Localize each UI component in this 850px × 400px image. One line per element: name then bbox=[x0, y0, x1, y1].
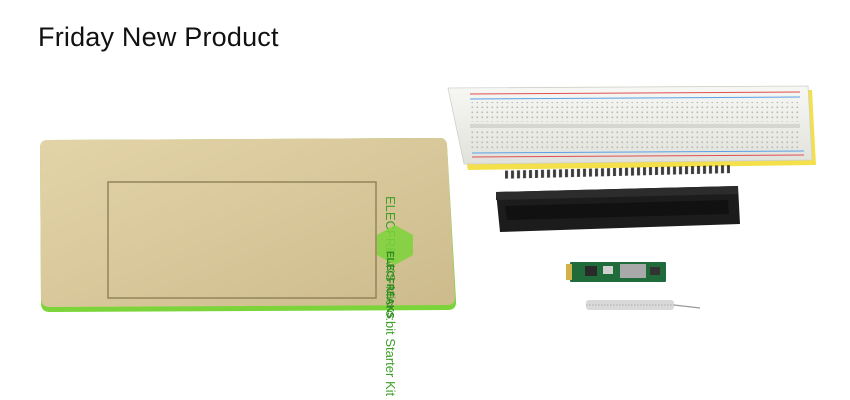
plate-recess bbox=[107, 181, 377, 299]
rf-module bbox=[566, 262, 666, 282]
edge-connector bbox=[496, 165, 740, 232]
breadboard bbox=[447, 85, 816, 170]
base-plate: ELECFREAKS Micro:bit Starter Kit ELECFRE… bbox=[40, 138, 457, 396]
logo-text: ELECFREAKS bbox=[384, 251, 395, 319]
antenna-spring bbox=[586, 300, 701, 310]
page-title: Friday New Product bbox=[38, 22, 279, 52]
elecfreaks-logo: ELECFREAKS bbox=[377, 225, 413, 319]
